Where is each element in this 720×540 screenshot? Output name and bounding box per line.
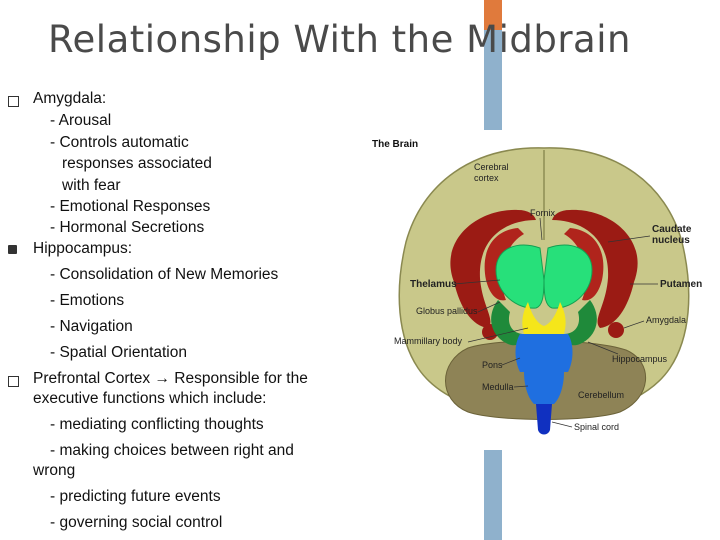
leader-spinal-cord bbox=[551, 421, 573, 428]
caudate-left bbox=[484, 228, 524, 301]
label-hippocampus: Hippocampus bbox=[612, 354, 668, 364]
bullet-line: - predicting future events bbox=[50, 488, 221, 505]
mammillary-yellow-region bbox=[522, 302, 566, 334]
bullet-marker bbox=[8, 245, 17, 254]
bullet-heading-amygdala: Amygdala: bbox=[33, 90, 107, 107]
bullet-line: - Navigation bbox=[50, 318, 133, 335]
bullet-marker bbox=[8, 376, 19, 387]
medulla bbox=[524, 372, 564, 404]
bullet-line: - Controls automatic bbox=[50, 134, 189, 151]
label-caudate-2: nucleus bbox=[652, 235, 690, 246]
caudate-right bbox=[564, 228, 604, 301]
blue-accent-bar-bottom bbox=[484, 450, 502, 540]
blue-accent-bar-top bbox=[484, 30, 502, 130]
bullet-line: - Consolidation of New Memories bbox=[50, 266, 279, 283]
bullet-line: - making choices between right and bbox=[50, 442, 294, 459]
leader-caudate bbox=[607, 235, 651, 243]
leader-globus bbox=[477, 301, 501, 313]
label-cerebellum: Cerebellum bbox=[578, 390, 624, 400]
orange-accent-bar bbox=[484, 0, 502, 30]
spinal-cord bbox=[536, 404, 552, 435]
slide-title: Relationship With the Midbrain bbox=[48, 18, 631, 61]
bullet-line: - Emotional Responses bbox=[50, 198, 211, 215]
bullet-line: - governing social control bbox=[50, 514, 223, 531]
label-pons: Pons bbox=[482, 360, 503, 370]
leader-hippocampus bbox=[587, 341, 619, 355]
caudate-putamen-left bbox=[450, 209, 536, 328]
label-fornix: Fornix bbox=[530, 208, 556, 218]
bullet-line: - Emotions bbox=[50, 292, 125, 309]
label-spinal-cord: Spinal cord bbox=[574, 422, 619, 432]
leader-amygdala bbox=[623, 320, 645, 329]
leader-medulla bbox=[513, 385, 529, 388]
bullet-heading-hippocampus: Hippocampus: bbox=[33, 240, 133, 257]
hippocampus-right bbox=[563, 300, 597, 346]
pons bbox=[515, 334, 573, 372]
bullet-line: responses associated bbox=[62, 155, 212, 172]
hippocampus-left bbox=[491, 300, 525, 346]
bullet-line: - Spatial Orientation bbox=[50, 344, 187, 361]
leader-fornix bbox=[539, 217, 543, 241]
figure-title: The Brain bbox=[372, 139, 418, 150]
label-cerebral-cortex-2: cortex bbox=[474, 173, 499, 183]
brain-diagram: The Brain Cerebral cortex Fornix bbox=[368, 130, 720, 450]
label-thalamus: Thelamus bbox=[410, 279, 457, 290]
bullet-line: - Hormonal Secretions bbox=[50, 219, 205, 236]
thalamus-right bbox=[543, 244, 593, 309]
bullet-line: with fear bbox=[62, 177, 121, 194]
bullet-line: - mediating conflicting thoughts bbox=[50, 416, 264, 433]
leader-pons bbox=[501, 357, 521, 366]
thalamus-left bbox=[495, 244, 545, 309]
label-medulla: Medulla bbox=[482, 382, 514, 392]
leader-thalamus bbox=[453, 279, 501, 285]
amygdala-right bbox=[608, 322, 624, 338]
bullet-line: - Arousal bbox=[50, 112, 112, 129]
bullet-line: wrong bbox=[33, 462, 76, 479]
label-mammillary-body: Mammillary body bbox=[394, 336, 463, 346]
bullet-heading-prefrontal: Prefrontal Cortex → Responsible for the bbox=[33, 370, 308, 387]
label-globus-pallidus: Globus pallidus bbox=[416, 306, 478, 316]
brain-diagram-svg: The Brain Cerebral cortex Fornix bbox=[368, 130, 720, 450]
caudate-putamen-right bbox=[552, 209, 638, 328]
label-putamen: Putamen bbox=[660, 279, 702, 290]
label-cerebral-cortex: Cerebral bbox=[474, 162, 509, 172]
label-amygdala: Amygdala bbox=[646, 315, 686, 325]
leader-mammillary bbox=[467, 327, 529, 343]
bullet-line: executive functions which include: bbox=[33, 390, 267, 407]
label-caudate: Caudate bbox=[652, 224, 692, 235]
bullet-marker bbox=[8, 96, 19, 107]
